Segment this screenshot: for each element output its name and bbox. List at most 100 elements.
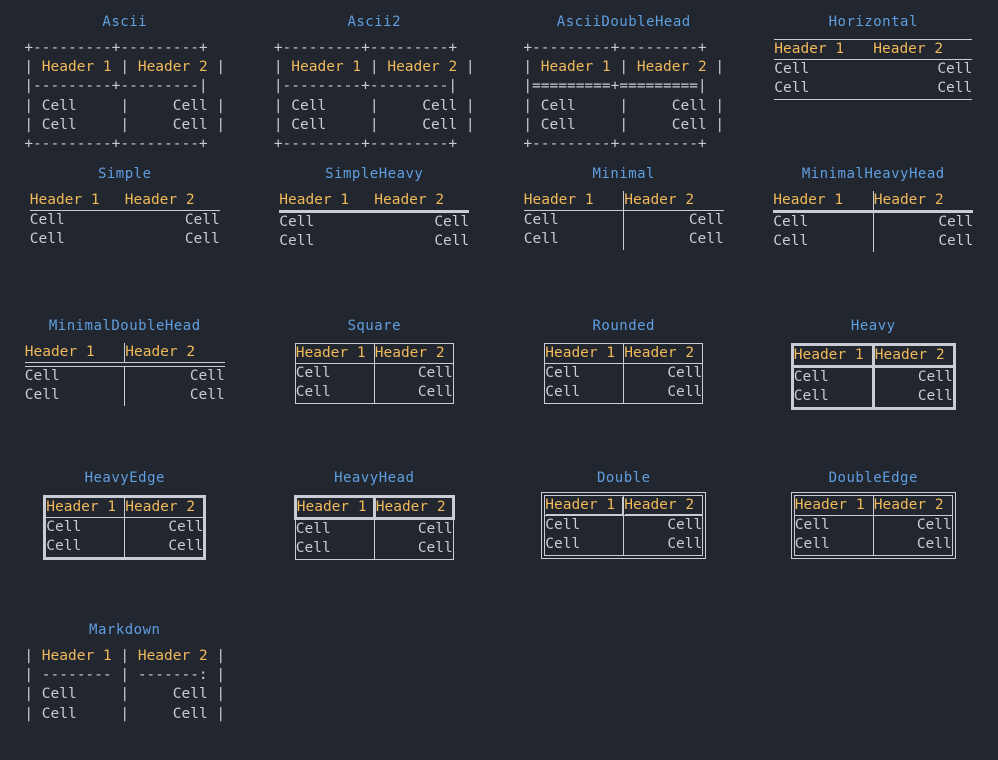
box-title-heavyhead: HeavyHead [250, 456, 500, 489]
table-header-cell: Header 2 [873, 496, 952, 516]
box-title-rounded: Rounded [499, 304, 749, 337]
table-header-cell: Header 1 [25, 343, 125, 362]
table-header-cell: Header 2 [125, 497, 205, 518]
box-title-heavyedge: HeavyEdge [0, 456, 250, 489]
box-title-asciidoublehead: AsciiDoubleHead [499, 0, 749, 33]
box-title-doubleedge: DoubleEdge [749, 456, 998, 489]
table-header-cell: Header 1 [295, 497, 374, 519]
box-title-square: Square [250, 304, 500, 337]
table-header-cell: Header 1 [524, 191, 624, 210]
table-header-cell: Header 2 [873, 40, 972, 59]
table-header-cell: Header 1 [45, 497, 125, 518]
table-header-cell: Header 1 [794, 496, 873, 516]
box-title-minimal: Minimal [499, 152, 749, 185]
table-header-cell: Header 2 [125, 343, 225, 362]
table-header-cell: Header 2 [873, 191, 973, 210]
box-title-double: Double [499, 456, 749, 489]
box-sample-minimaldoublehead: MinimalDoubleHead Header 1 Header 2 Cell… [0, 304, 250, 456]
grid-spacer [749, 608, 998, 760]
table-header-cell: Header 1 [30, 191, 125, 210]
box-title-simpleheavy: SimpleHeavy [250, 152, 500, 185]
table-header-cell: Header 2 [873, 345, 954, 367]
box-sample-asciidoublehead: AsciiDoubleHead +---------+---------+ | … [499, 0, 749, 152]
box-title-ascii2: Ascii2 [250, 0, 500, 33]
markdown-art-table: | Header 1 | Header 2 | | -------- | ---… [24, 647, 225, 724]
table-header-cell: Header 2 [624, 344, 703, 364]
table-header-cell: Header 2 [374, 191, 469, 210]
box-title-markdown: Markdown [0, 608, 250, 641]
grid-spacer [499, 608, 749, 760]
box-title-minimalheavyhead: MinimalHeavyHead [749, 152, 998, 185]
table-header-cell: Header 2 [374, 497, 453, 519]
table-header-cell: Header 1 [295, 344, 374, 364]
box-sample-markdown: Markdown | Header 1 | Header 2 | | -----… [0, 608, 250, 760]
table-header-cell: Header 1 [279, 191, 374, 210]
box-title-heavy: Heavy [749, 304, 998, 337]
box-title-ascii: Ascii [0, 0, 250, 33]
table-header-cell: Header 1 [774, 40, 873, 59]
box-sample-ascii: Ascii +---------+---------+ | Header 1 |… [0, 0, 250, 152]
table-header-cell: Header 1 [545, 496, 624, 516]
table-header-cell: Header 1 [792, 345, 873, 367]
table-header-cell: Header 2 [624, 191, 724, 210]
box-title-simple: Simple [0, 152, 250, 185]
table-header-cell: Header 2 [125, 191, 220, 210]
table-header-cell: Header 2 [624, 496, 703, 516]
ascii-art-table: +---------+---------+ | Header 1 | Heade… [274, 39, 475, 154]
box-title-minimaldoublehead: MinimalDoubleHead [0, 304, 250, 337]
ascii-art-table: +---------+---------+ | Header 1 | Heade… [523, 39, 724, 154]
box-sample-ascii2: Ascii2 +---------+---------+ | Header 1 … [250, 0, 500, 152]
ascii-art-table: +---------+---------+ | Header 1 | Heade… [24, 39, 225, 154]
table-header-cell: Header 1 [773, 191, 873, 210]
grid-spacer [250, 608, 500, 760]
